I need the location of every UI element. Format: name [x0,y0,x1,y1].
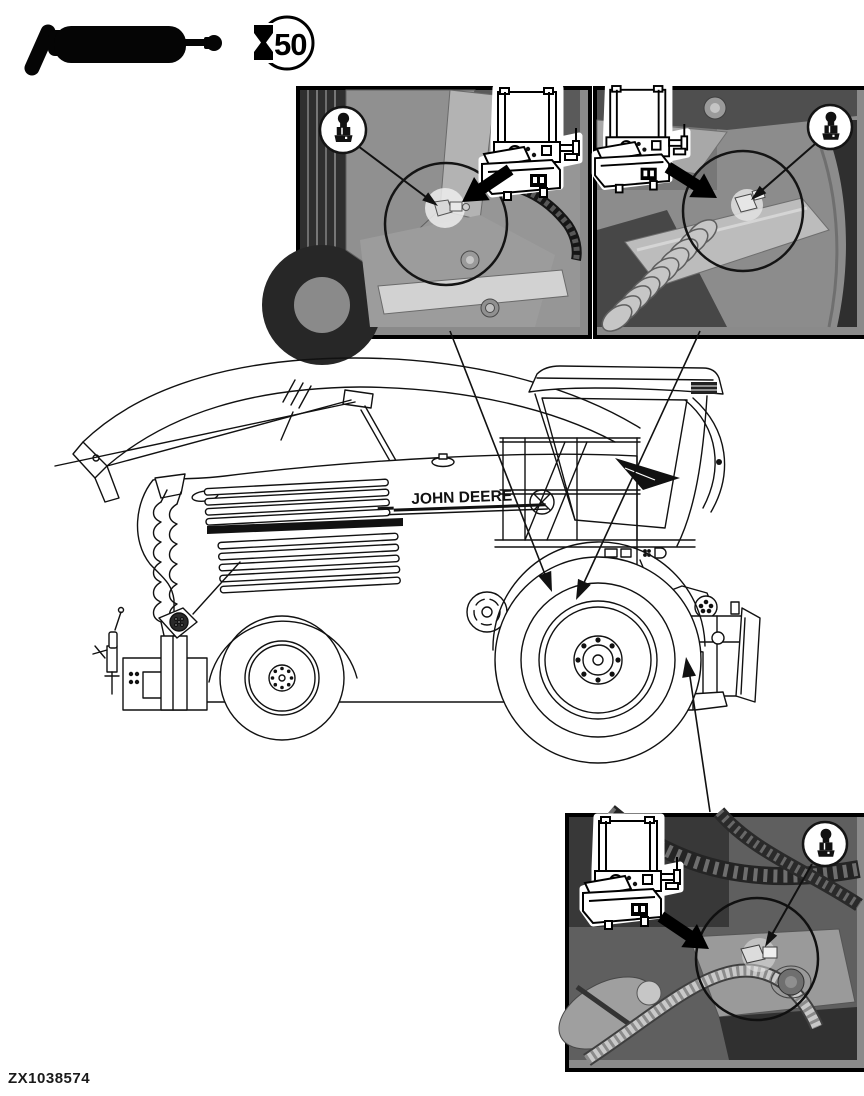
rear-wheel [219,615,345,741]
inset-photo-header-drive [558,805,864,1072]
interval-hours: 50 [274,27,306,62]
rear-fender-arc [208,620,358,683]
discharge-spout [54,357,641,503]
intake-coil [152,473,186,641]
bold-arrow [664,162,717,198]
magnifier-circle [681,149,805,273]
forage-harvester-drawing: JOHN DEERE [54,357,761,764]
inset-photo-front-axle-left [262,86,592,365]
grease-gun-icon [24,24,222,76]
magnifier-circle [694,896,820,1022]
rear-hitch [92,561,241,711]
bold-arrow [657,911,709,949]
svg-text:JOHN DEERE: JOHN DEERE [411,487,512,508]
grease-fitting-icon [318,105,368,155]
document-code: ZX1038574 [8,1070,91,1087]
grease-fitting-icon [806,103,854,151]
front-wheel [494,556,702,764]
bold-arrow [462,164,514,202]
inset-photo-front-axle-right [593,86,864,339]
grease-fitting-icon [801,820,849,868]
service-interval-symbol: 50 [251,15,315,71]
magnifier-circle [383,161,509,287]
